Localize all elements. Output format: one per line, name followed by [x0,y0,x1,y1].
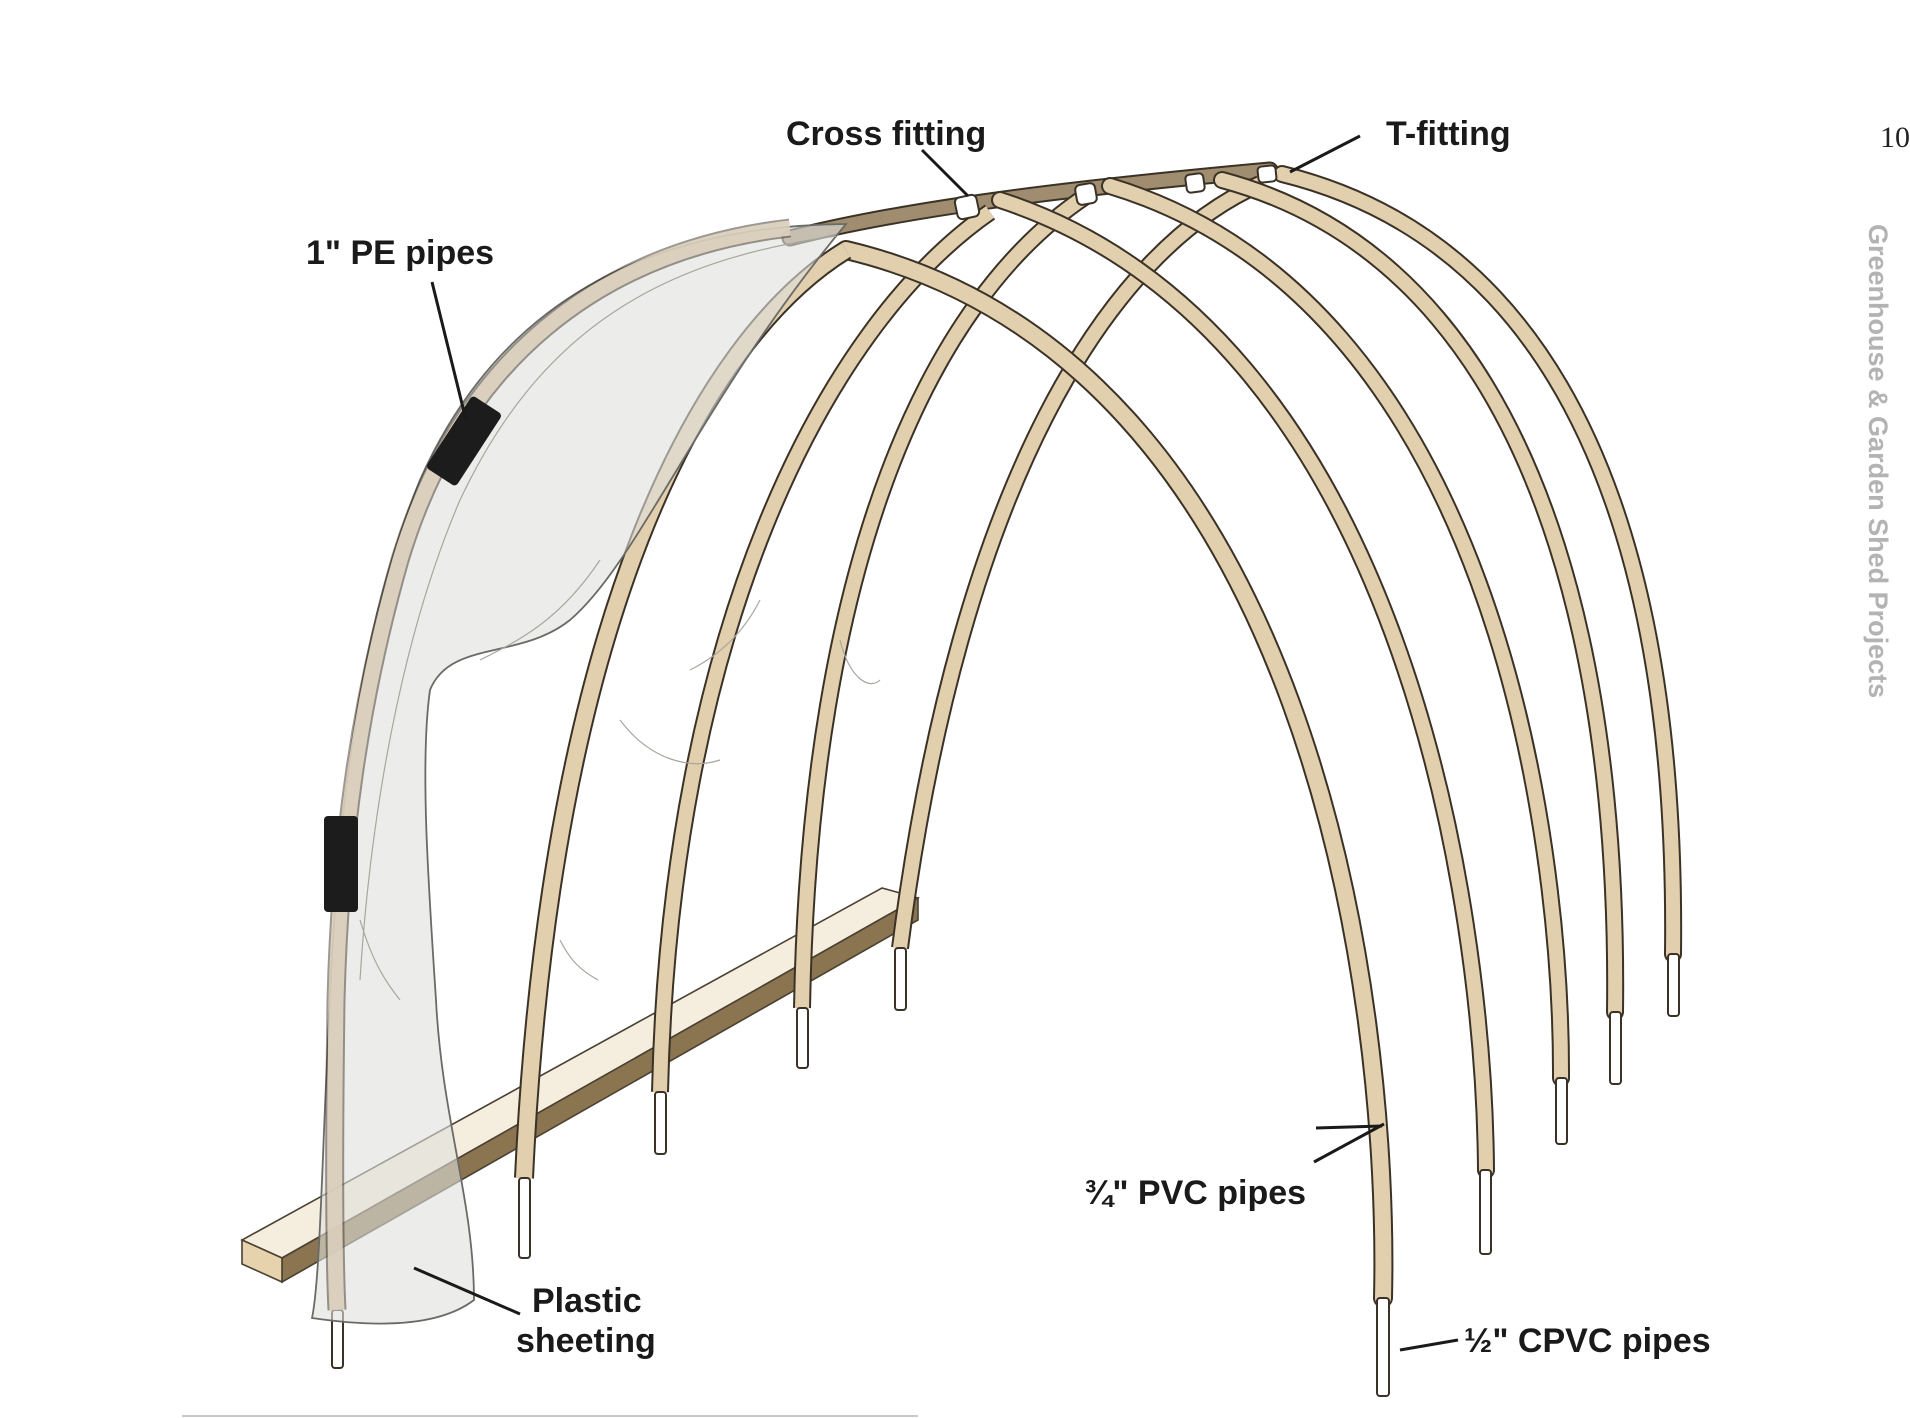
running-head: Greenhouse & Garden Shed Projects [1863,224,1893,699]
page-number: 10 [1880,121,1910,154]
callout-pvc-pipes: ¾" PVC pipes [1084,1174,1306,1212]
pe-pipe-hoop [325,218,792,1311]
pvc-hoops [514,165,1683,1308]
callout-leaders [413,134,1459,1352]
cpvc-stakes [331,947,1680,1397]
callout-cpvc-pipes: ½" CPVC pipes [1464,1322,1711,1360]
callout-labels: Cross fitting T-fitting 1" PE pipes ¾" P… [306,115,1711,1360]
callout-pe-pipes: 1" PE pipes [306,234,494,272]
callout-t-fitting: T-fitting [1386,115,1511,153]
callout-cross-fitting: Cross fitting [786,115,986,153]
plastic-sheeting [310,223,881,1325]
pe-pipe-clamps [324,396,501,912]
callout-plastic-sheeting-line1: Plastic [532,1282,642,1320]
callout-plastic-sheeting-line2: sheeting [516,1322,656,1360]
ridge-fittings [953,164,1278,221]
